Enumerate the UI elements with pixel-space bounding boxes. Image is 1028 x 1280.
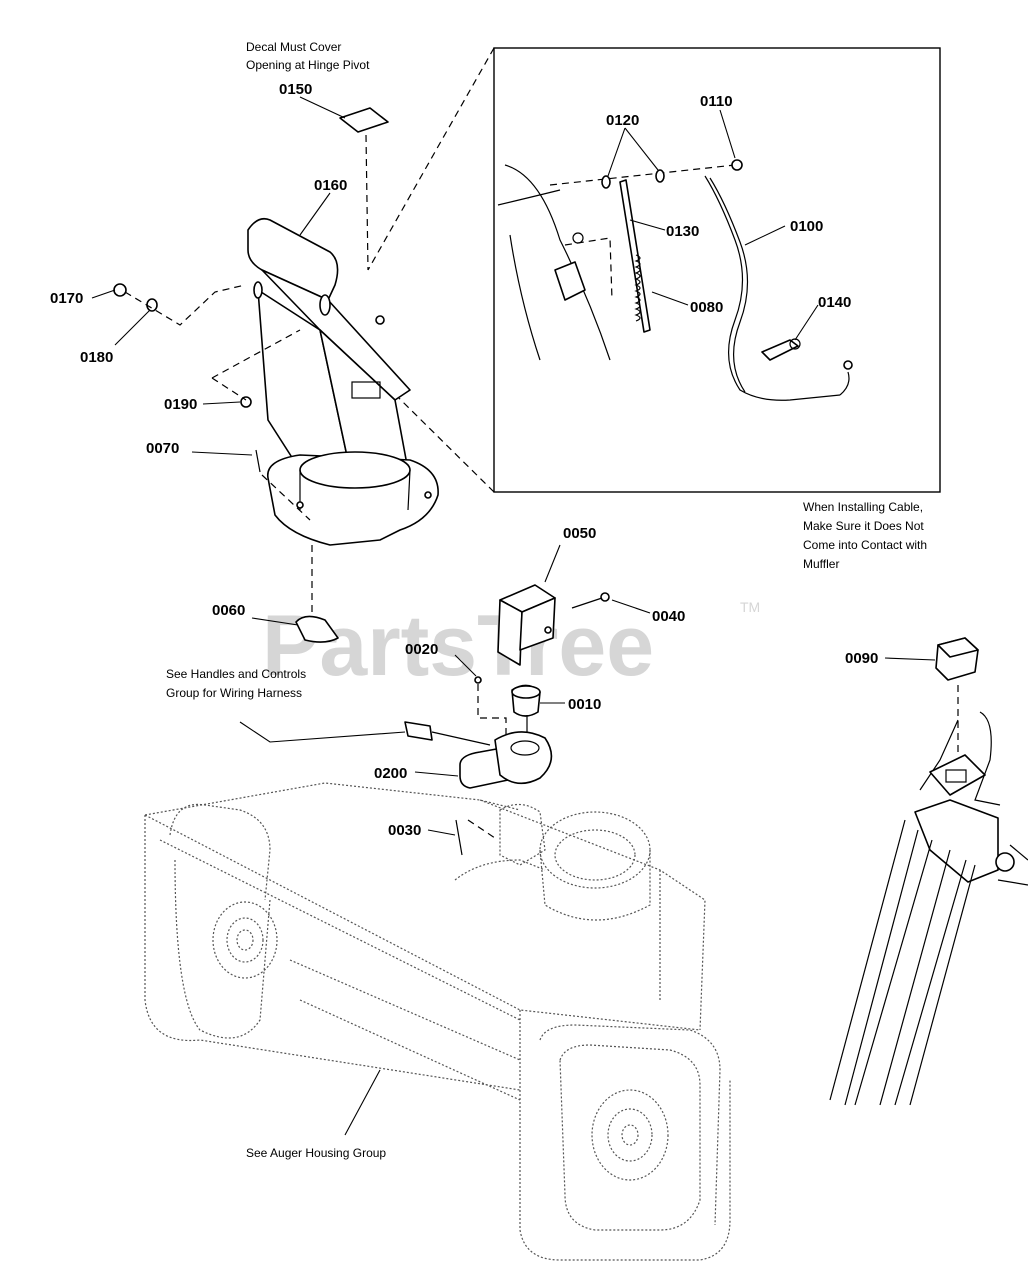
- callout-0200: 0200: [374, 765, 407, 782]
- callout-0070: 0070: [146, 440, 179, 457]
- callout-0150: 0150: [279, 81, 312, 98]
- handle-assembly: [829, 637, 1028, 1106]
- note-cable-line1: When Installing Cable,: [803, 500, 923, 514]
- callout-0030: 0030: [388, 822, 421, 839]
- callout-0090: 0090: [845, 650, 878, 667]
- callout-0170: 0170: [50, 290, 83, 307]
- decal-part: [339, 107, 389, 133]
- note-cable-line2: Make Sure it Does Not: [803, 519, 924, 533]
- note-auger: See Auger Housing Group: [246, 1146, 386, 1160]
- callout-0190: 0190: [164, 396, 197, 413]
- leader-lines: [91, 96, 936, 836]
- callout-0120: 0120: [606, 112, 639, 129]
- watermark-trademark: TM: [740, 599, 760, 615]
- callout-0010: 0010: [568, 696, 601, 713]
- auger-housing: [144, 782, 731, 1261]
- callout-0140: 0140: [818, 294, 851, 311]
- callout-0160: 0160: [314, 177, 347, 194]
- callout-0130: 0130: [666, 223, 699, 240]
- note-cable-line4: Muffler: [803, 557, 839, 571]
- callout-0080: 0080: [690, 299, 723, 316]
- note-cable-line3: Come into Contact with: [803, 538, 927, 552]
- note-handles-line2: Group for Wiring Harness: [166, 686, 302, 700]
- callout-0180: 0180: [80, 349, 113, 366]
- note-decal-line2: Opening at Hinge Pivot: [246, 58, 370, 72]
- callout-0020: 0020: [405, 641, 438, 658]
- callout-0110: 0110: [700, 93, 733, 110]
- middle-parts: [239, 584, 610, 856]
- callout-labels: 0150 0160 0170 0180 0190 0070 0060 0050 …: [50, 81, 878, 839]
- callout-0100: 0100: [790, 218, 823, 235]
- callout-0060: 0060: [212, 602, 245, 619]
- callout-0040: 0040: [652, 608, 685, 625]
- chute-assembly: [113, 107, 439, 643]
- note-decal-line1: Decal Must Cover: [246, 40, 341, 54]
- callout-0050: 0050: [563, 525, 596, 542]
- watermark: PartsTree: [262, 598, 654, 694]
- notes: Decal Must Cover Opening at Hinge Pivot …: [166, 40, 927, 1160]
- detail-inset: [329, 47, 941, 493]
- note-handles-line1: See Handles and Controls: [166, 667, 306, 681]
